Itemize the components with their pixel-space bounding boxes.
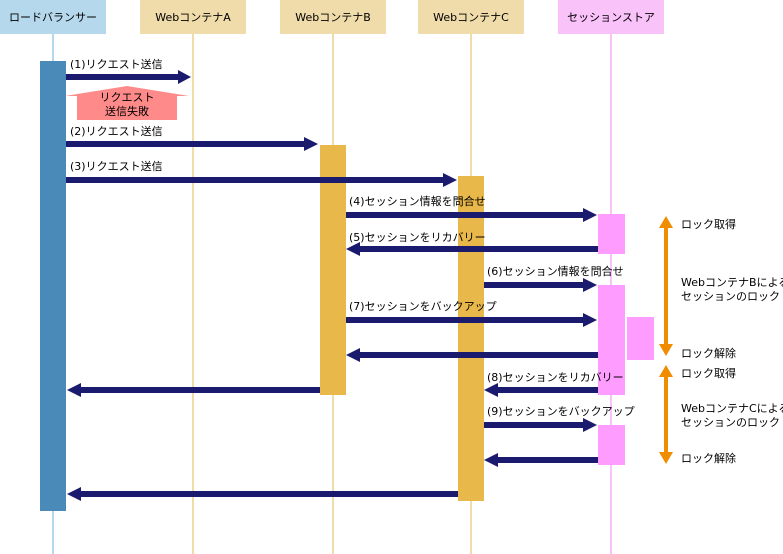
activation-web-container-c (458, 176, 484, 501)
message-label: (6)セッション情報を問合せ (487, 264, 624, 278)
participant-label: ロードバランサー (9, 11, 97, 24)
activation-web-container-b (320, 145, 346, 395)
participant-web-container-a: WebコンテナA (140, 0, 246, 34)
participant-label: セッションストア (567, 11, 655, 24)
activation-session-store-1 (598, 214, 625, 254)
participant-web-container-b: WebコンテナB (280, 0, 386, 34)
message-label: (5)セッションをリカバリー (349, 231, 486, 244)
participant-load-balancer: ロードバランサー (0, 0, 106, 34)
message-label: (4)セッション情報を問合せ (349, 194, 486, 208)
message-1: (1)リクエスト送信 (66, 57, 191, 84)
activation-load-balancer (40, 61, 66, 511)
participant-label: WebコンテナB (295, 11, 371, 24)
message-label: (8)セッションをリカバリー (487, 371, 624, 384)
lock-range-b: ロック取得 WebコンテナBによる セッションのロック ロック解除 (659, 216, 783, 360)
lock-description-line-1: WebコンテナBによる (681, 276, 783, 289)
return-b-to-store (346, 348, 598, 362)
message-8: (8)セッションをリカバリー (484, 371, 624, 397)
return-lb-from-b (67, 383, 320, 397)
message-label: (3)リクエスト送信 (70, 159, 163, 173)
message-5: (5)セッションをリカバリー (346, 231, 598, 256)
failure-note-line-1: リクエスト (100, 91, 155, 104)
activation-session-store-2 (598, 285, 625, 395)
message-label: (7)セッションをバックアップ (349, 300, 497, 313)
message-7: (7)セッションをバックアップ (346, 300, 597, 327)
message-3: (3)リクエスト送信 (66, 159, 457, 187)
message-label: (9)セッションをバックアップ (487, 405, 635, 418)
participant-label: WebコンテナC (433, 11, 509, 24)
message-9: (9)セッションをバックアップ (484, 405, 635, 432)
message-6: (6)セッション情報を問合せ (484, 264, 624, 292)
lock-release-label: ロック解除 (681, 346, 736, 360)
message-label: (1)リクエスト送信 (70, 57, 163, 71)
message-4: (4)セッション情報を問合せ (346, 194, 597, 222)
lock-acquire-label: ロック取得 (681, 218, 736, 231)
lock-acquire-label: ロック取得 (681, 367, 736, 380)
message-label: (2)リクエスト送信 (70, 124, 163, 138)
request-failure-note: リクエスト 送信失敗 (65, 86, 189, 120)
lock-description-line-1: WebコンテナCによる (681, 402, 783, 415)
return-c-from-store (484, 453, 598, 467)
lock-description-line-2: セッションのロック (681, 416, 780, 429)
lock-release-label: ロック解除 (681, 451, 736, 465)
participant-web-container-c: WebコンテナC (418, 0, 524, 34)
participant-label: WebコンテナA (155, 11, 231, 24)
participant-session-store: セッションストア (558, 0, 664, 34)
lock-range-c: ロック取得 WebコンテナCによる セッションのロック ロック解除 (659, 365, 783, 465)
lock-description-line-2: セッションのロック (681, 290, 780, 303)
return-lb-from-c (67, 487, 458, 501)
message-2: (2)リクエスト送信 (66, 124, 318, 151)
failure-note-line-2: 送信失敗 (105, 104, 149, 118)
activation-session-store-4 (598, 425, 625, 465)
activation-session-store-3 (627, 317, 654, 360)
